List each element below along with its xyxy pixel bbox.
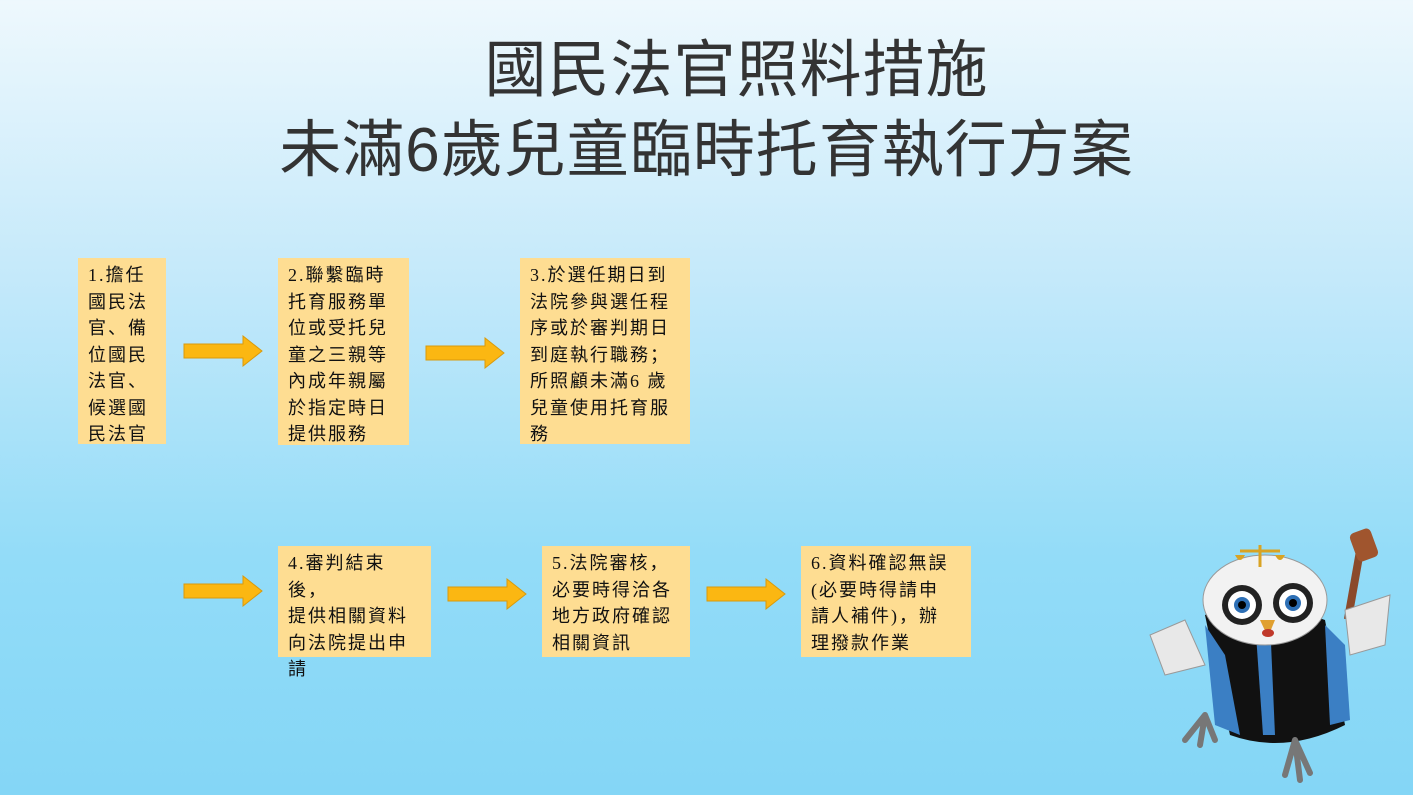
arrow-right-icon [425,337,505,369]
step-6-box: 6.資料確認無誤 (必要時得請申 請人補件)，辦 理撥款作業 [801,546,971,657]
title-line-1: 國民法官照料措施 [484,36,989,105]
step-5-box: 5.法院審核， 必要時得洽各 地方政府確認 相關資訊 [542,546,690,657]
step-1-box: 1.擔任 國民法 官、備 位國民 法官、 候選國 民法官 [78,258,166,444]
arrow-right-icon [183,575,263,607]
arrow-right-icon [706,578,786,610]
step-3-box: 3.於選任期日到 法院參與選任程 序或於審判期日 到庭執行職務； 所照顧未滿6 … [520,258,690,444]
owl-judge-mascot-icon [1149,528,1391,783]
arrow-right-icon [447,578,527,610]
title-line-2: 未滿6歲兒童臨時托育執行方案 [279,116,1134,185]
step-2-box: 2.聯繫臨時 托育服務單 位或受托兒 童之三親等 內成年親屬 於指定時日 提供服… [278,258,409,445]
step-4-box: 4.審判結束後， 提供相關資料 向法院提出申 請 [278,546,431,679]
arrow-right-icon [183,335,263,367]
